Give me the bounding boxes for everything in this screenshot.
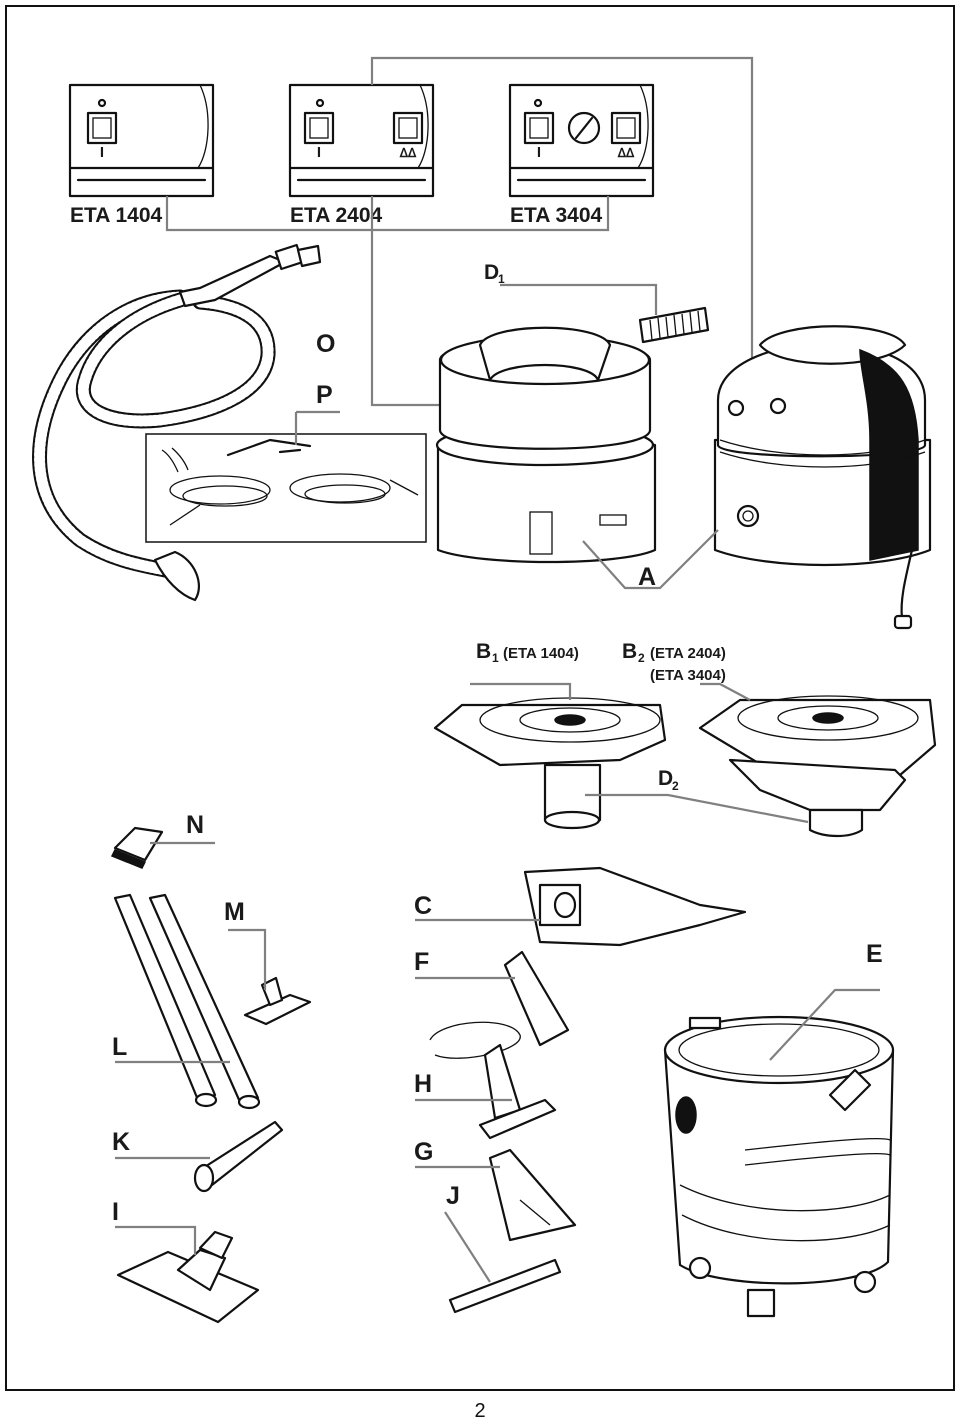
model-label-eta-3404: ETA 3404	[510, 204, 603, 227]
svg-text:(ETA 2404): (ETA 2404)	[650, 645, 726, 662]
spray-nozzle-f	[503, 950, 570, 1047]
carpet-nozzle-h	[429, 1021, 557, 1140]
panel-eta-3404: I ᐃᐃ	[508, 83, 655, 198]
label-m: M	[224, 898, 245, 926]
svg-text:1: 1	[492, 651, 499, 665]
vacuum-motor-head	[435, 326, 657, 564]
label-l: L	[112, 1033, 127, 1061]
label-p: P	[316, 381, 333, 409]
filter-d1	[638, 306, 710, 344]
label-b2: B	[622, 640, 637, 663]
upholstery-brush-n	[110, 826, 164, 869]
label-e: E	[866, 940, 883, 968]
power-mark: I	[100, 144, 104, 161]
model-label-eta-2404: ETA 2404	[290, 204, 383, 227]
panel-eta-1404: I	[68, 83, 215, 198]
svg-text:I: I	[317, 144, 321, 161]
panel-eta-2404: I ᐃᐃ	[288, 83, 435, 198]
suction-hose	[32, 243, 322, 602]
label-g: G	[414, 1138, 433, 1166]
container-e	[663, 1015, 895, 1318]
svg-text:ᐃᐃ: ᐃᐃ	[617, 146, 635, 160]
dust-bag-c	[523, 866, 747, 947]
label-h: H	[414, 1070, 432, 1098]
label-a: A	[638, 563, 656, 591]
page-frame	[5, 5, 955, 1391]
floor-nozzle-i	[116, 1230, 260, 1324]
label-d2: D	[658, 767, 673, 790]
label-i: I	[112, 1198, 119, 1226]
label-f: F	[414, 948, 429, 976]
label-k: K	[112, 1128, 130, 1156]
crevice-tool-k	[193, 1120, 284, 1193]
model-label-eta-1404: ETA 1404	[70, 204, 163, 227]
label-d1: D	[484, 261, 499, 284]
svg-text:ᐃᐃ: ᐃᐃ	[399, 146, 417, 160]
svg-text:2: 2	[638, 651, 645, 665]
upholstery-nozzle-g	[488, 1148, 577, 1242]
svg-text:2: 2	[672, 779, 679, 793]
svg-text:(ETA 3404): (ETA 3404)	[650, 667, 726, 684]
label-b1: B	[476, 640, 491, 663]
label-j: J	[446, 1182, 460, 1210]
page-number: 2	[474, 1400, 486, 1422]
filter-plate-b1	[433, 697, 667, 830]
vacuum-motor-head-3404	[713, 325, 932, 630]
extension-tubes	[113, 893, 261, 1110]
svg-text:1: 1	[498, 272, 505, 286]
panels-leader	[165, 196, 610, 232]
spray-kit	[145, 433, 427, 543]
label-n: N	[186, 811, 204, 839]
svg-text:I: I	[537, 144, 541, 161]
svg-text:(ETA 1404): (ETA 1404)	[503, 645, 579, 662]
squeegee-j	[448, 1258, 562, 1314]
small-nozzle-m	[243, 976, 312, 1026]
label-o: O	[316, 330, 335, 358]
filter-plate-b2	[698, 695, 937, 838]
label-c: C	[414, 892, 432, 920]
